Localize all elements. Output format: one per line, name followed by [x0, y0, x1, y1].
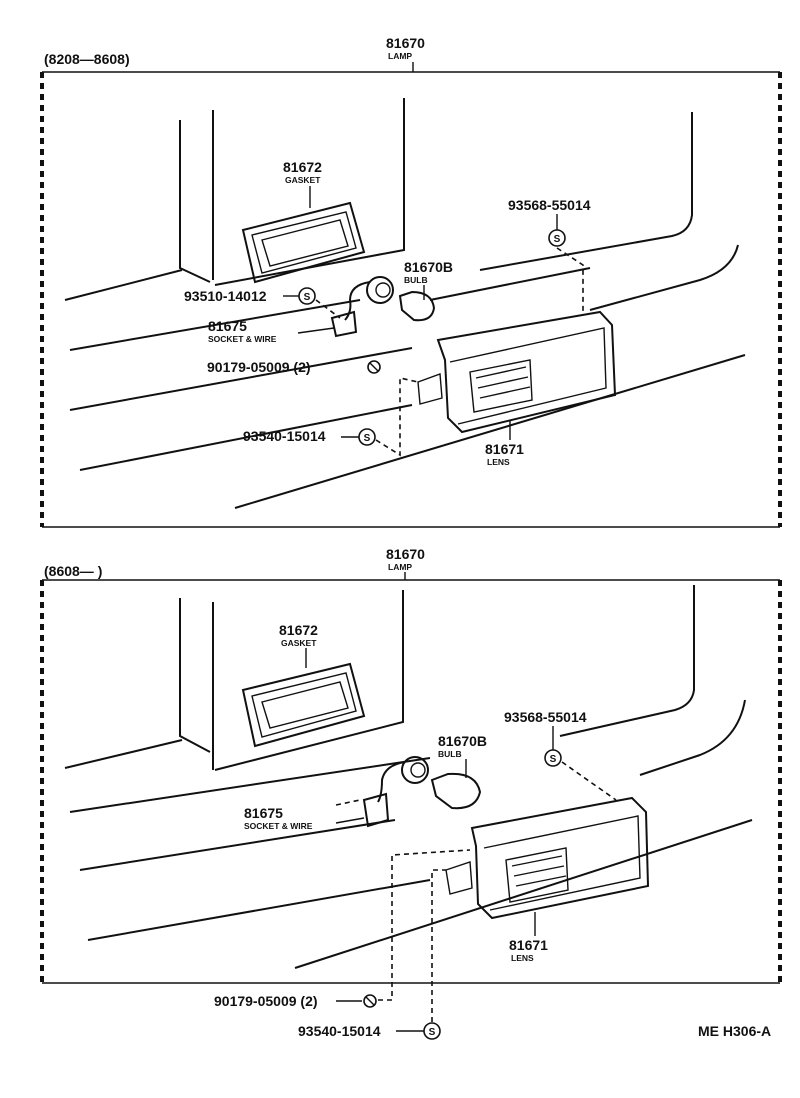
panel-2-screw-d-s: S [429, 1027, 436, 1038]
panel-2-screw-d-dash [431, 869, 446, 1022]
panel-2-socket-dash [335, 799, 361, 806]
panel-1-lens-number: 81671 [485, 441, 524, 457]
panel-2-bulb-number: 81670B [438, 733, 487, 749]
panel-1-gasket-part [241, 201, 366, 284]
panel-1-screw-b-dash [556, 247, 584, 315]
panel-2-lens-name: LENS [511, 953, 534, 963]
footer-code: ME H306-A [698, 1023, 771, 1039]
panel-1-screw-a-symbol: S [298, 287, 316, 305]
panel-1-lens-name: LENS [487, 457, 510, 467]
panel-1-screw-a-s: S [304, 292, 311, 303]
panel-1-screw-d-label: 93540-15014 [243, 428, 326, 444]
panel-1-bulb-number: 81670B [404, 259, 453, 275]
panel-1: (8208—8608) 81670 LAMP [40, 35, 782, 528]
panel-2-socket-leader [335, 817, 365, 824]
panel-1-frame [40, 62, 782, 528]
panel-1-gasket-number: 81672 [283, 159, 322, 175]
panel-2-gasket-name: GASKET [281, 638, 317, 648]
panel-2-screw-d-label: 93540-15014 [298, 1023, 381, 1039]
panel-1-lamp-name: LAMP [388, 51, 412, 61]
panel-2-screw-b-label: 93568-55014 [504, 709, 587, 725]
panel-1-screw-c-label: 90179-05009 (2) [207, 359, 311, 375]
panel-2-lamp-name: LAMP [388, 562, 412, 572]
panel-2-bulb-part [430, 772, 482, 810]
panel-2-screw-c-dash [378, 849, 471, 1001]
panel-2-screw-b-s: S [550, 754, 557, 765]
panel-2-socket-part [362, 756, 429, 828]
panel-1-nut-symbol [367, 360, 381, 374]
panel-2-body-outline [64, 585, 753, 969]
panel-2-screw-c-label: 90179-05009 (2) [214, 993, 318, 1009]
panel-2-frame [40, 572, 782, 984]
panel-2-socket-number: 81675 [244, 805, 283, 821]
panel-1-bulb-part [398, 290, 436, 322]
panel-1-screw-d-symbol: S [358, 428, 376, 446]
panel-1-screw-b-label: 93568-55014 [508, 197, 591, 213]
panel-2-lens-number: 81671 [509, 937, 548, 953]
panel-2-nut-symbol [363, 994, 377, 1008]
panel-2: (8608— ) 81670 LAMP [40, 546, 782, 1040]
panel-2-screw-d-symbol: S [423, 1022, 441, 1040]
panel-1-screw-a-label: 93510-14012 [184, 288, 267, 304]
panel-1-screw-b-symbol: S [548, 229, 566, 247]
panel-1-socket-name: SOCKET & WIRE [208, 334, 277, 344]
panel-1-gasket-name: GASKET [285, 175, 321, 185]
panel-2-date-range: (8608— ) [44, 563, 102, 579]
panel-1-date-range: (8208—8608) [44, 51, 130, 67]
panel-1-screw-d-s: S [364, 433, 371, 444]
panel-1-lamp-number: 81670 [386, 35, 425, 51]
panel-1-socket-number: 81675 [208, 318, 247, 334]
panel-1-screw-b-s: S [554, 234, 561, 245]
panel-2-lamp-number: 81670 [386, 546, 425, 562]
panel-1-body-outline [64, 98, 746, 509]
panel-1-socket-part [330, 276, 394, 338]
panel-1-screw-d-dash [375, 377, 419, 457]
panel-1-lamp-part [417, 310, 617, 434]
panel-2-gasket-part [241, 662, 366, 748]
panel-2-lamp-part [445, 796, 650, 920]
panel-2-screw-b-symbol: S [544, 749, 562, 767]
panel-2-gasket-number: 81672 [279, 622, 318, 638]
panel-1-screw-a-dash [315, 299, 341, 319]
panel-2-bulb-name: BULB [438, 749, 462, 759]
panel-1-socket-leader [297, 327, 335, 334]
panel-2-screw-b-dash [561, 761, 617, 801]
panel-2-socket-name: SOCKET & WIRE [244, 821, 313, 831]
panel-1-bulb-name: BULB [404, 275, 428, 285]
